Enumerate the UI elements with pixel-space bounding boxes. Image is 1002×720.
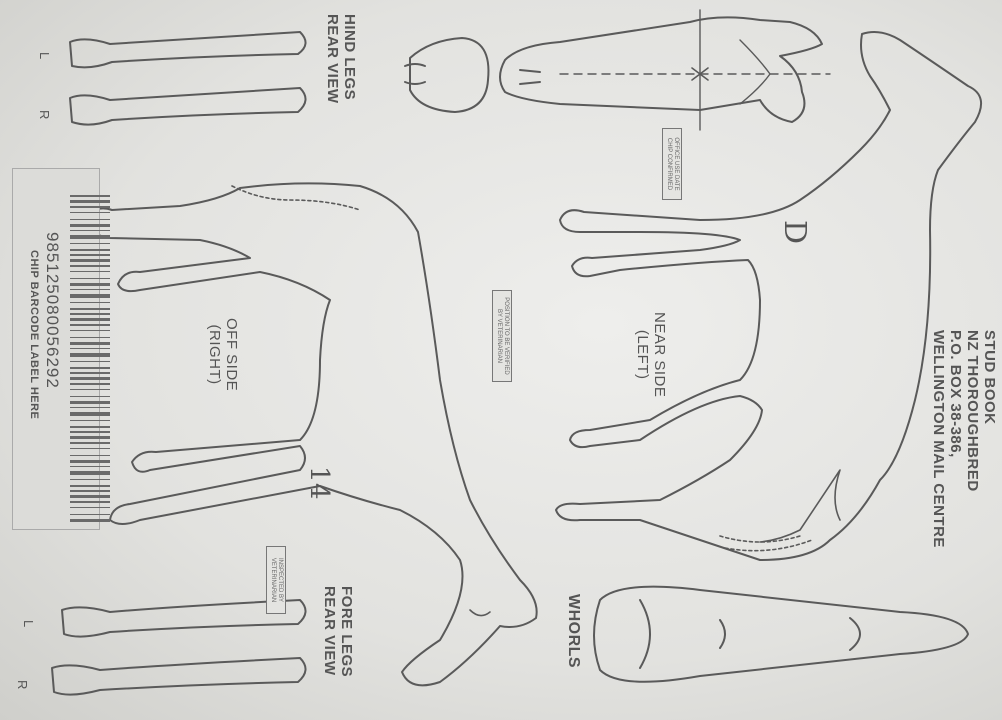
fore-right-marker: R [15, 680, 30, 690]
near-side-subtitle: (LEFT) [634, 312, 651, 397]
barcode-number: 985125080056292 [42, 232, 62, 389]
hind-left-marker: L [37, 52, 52, 60]
off-side-horse [92, 183, 537, 685]
head-front-view [500, 10, 830, 130]
hind-right-marker: R [37, 110, 52, 120]
off-side-title: OFF SIDE [223, 318, 240, 391]
fore-legs-label: FORE LEGS REAR VIEW [321, 586, 355, 677]
handwritten-mark-d: D [777, 220, 812, 245]
hind-legs-rear-view [70, 32, 306, 125]
whorls-label: WHORLS [564, 594, 582, 668]
office-stamp-fore: INSPECTED BY VETERINARIAN [266, 546, 286, 614]
header-line-3: P.O. BOX 38-386, [947, 330, 964, 548]
near-side-title: NEAR SIDE [651, 312, 668, 397]
office-stamp-head: OFFICE USE DATE CHIP CONFIRMED [662, 128, 682, 200]
hind-legs-title: HIND LEGS [341, 14, 358, 104]
barcode-caption: CHIP BARCODE LABEL HERE [28, 250, 40, 419]
hind-legs-label: HIND LEGS REAR VIEW [324, 14, 358, 104]
office-stamp-middle: POSITION TO BE VERIFIED BY VETERINARIAN [492, 290, 512, 382]
barcode-bars [70, 195, 112, 525]
handwritten-mark-14: 14 [304, 466, 334, 500]
header-line-1: STUD BOOK [981, 330, 998, 548]
header-line-2: NZ THOROUGHBRED [964, 330, 981, 548]
fore-left-marker: L [21, 620, 36, 628]
header-address: STUD BOOK NZ THOROUGHBRED P.O. BOX 38-38… [930, 330, 998, 548]
fore-legs-subtitle: REAR VIEW [321, 586, 338, 677]
muzzle-view [405, 38, 488, 112]
fore-legs-title: FORE LEGS [338, 586, 355, 677]
header-line-4: WELLINGTON MAIL CENTRE [930, 330, 947, 548]
off-side-subtitle: (RIGHT) [206, 318, 223, 391]
fore-legs-rear-view [52, 600, 306, 695]
off-side-label: OFF SIDE (RIGHT) [206, 318, 240, 391]
whorls-head-view [594, 587, 968, 682]
near-side-label: NEAR SIDE (LEFT) [634, 312, 668, 397]
hind-legs-subtitle: REAR VIEW [324, 14, 341, 104]
